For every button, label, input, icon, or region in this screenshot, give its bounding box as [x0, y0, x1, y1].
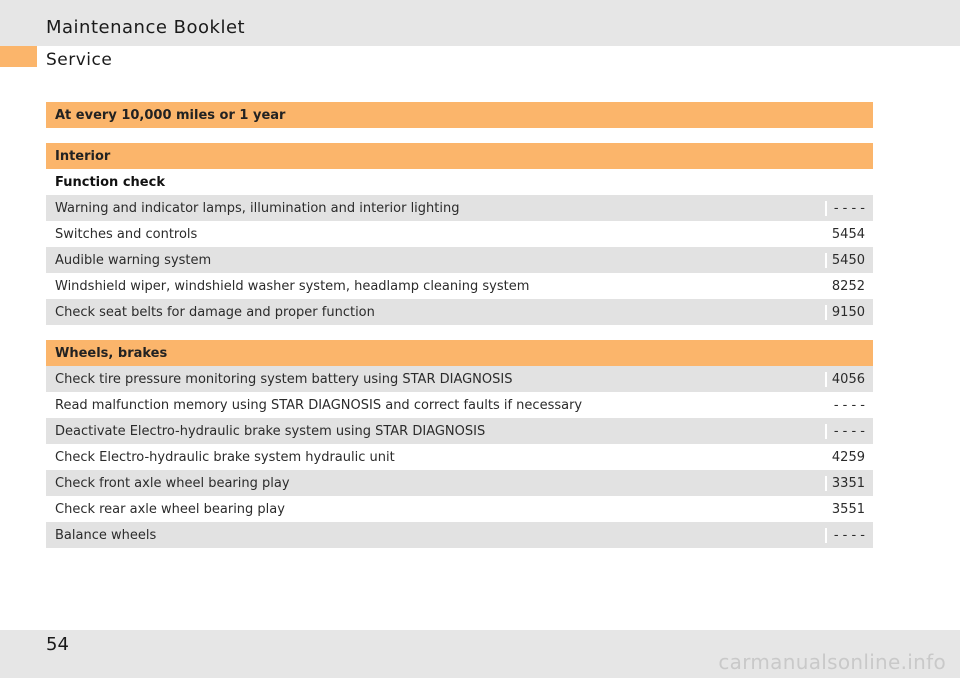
table-row: Read malfunction memory using STAR DIAGN… [46, 392, 873, 418]
section-heading-interior: Interior [55, 148, 111, 164]
row-code: - - - - [833, 397, 865, 413]
table-row: Switches and controls 5454 [46, 221, 873, 247]
row-label: Deactivate Electro-hydraulic brake syste… [55, 423, 486, 439]
table-row: Warning and indicator lamps, illuminatio… [46, 195, 873, 221]
interval-heading: At every 10,000 miles or 1 year [55, 107, 286, 123]
watermark: carmanualsonline.info [718, 650, 946, 674]
row-label: Check tire pressure monitoring system ba… [55, 371, 513, 387]
row-code: 5450 [825, 252, 873, 268]
interval-heading-row: At every 10,000 miles or 1 year [46, 102, 873, 128]
footer-band [0, 630, 960, 678]
table-row: Check tire pressure monitoring system ba… [46, 366, 873, 392]
row-label: Read malfunction memory using STAR DIAGN… [55, 397, 583, 413]
service-table: At every 10,000 miles or 1 year Interior… [46, 102, 873, 548]
row-code: 3551 [831, 501, 865, 517]
table-row: Deactivate Electro-hydraulic brake syste… [46, 418, 873, 444]
page-subtitle: Service [46, 50, 113, 70]
section-heading-wheels-brakes: Wheels, brakes [55, 345, 168, 361]
spacer [46, 128, 873, 143]
section-tab-marker [0, 46, 37, 67]
page-number: 54 [46, 634, 69, 655]
row-code: 8252 [831, 278, 865, 294]
section-heading-row: Wheels, brakes [46, 340, 873, 366]
row-label: Check seat belts for damage and proper f… [55, 304, 375, 320]
table-row: Windshield wiper, windshield washer syst… [46, 273, 873, 299]
row-code: 4056 [825, 371, 873, 387]
section-heading-row: Interior [46, 143, 873, 169]
row-label: Audible warning system [55, 252, 212, 268]
subheading-function-check: Function check [55, 174, 165, 190]
row-code: 9150 [825, 304, 873, 320]
row-code: - - - - [825, 527, 873, 543]
row-label: Check rear axle wheel bearing play [55, 501, 285, 517]
page-title: Maintenance Booklet [46, 17, 246, 38]
table-row: Check rear axle wheel bearing play 3551 [46, 496, 873, 522]
table-row: Audible warning system 5450 [46, 247, 873, 273]
header-band [0, 0, 960, 46]
row-label: Warning and indicator lamps, illuminatio… [55, 200, 460, 216]
row-code: 4259 [831, 449, 865, 465]
table-row: Check Electro-hydraulic brake system hyd… [46, 444, 873, 470]
row-label: Check Electro-hydraulic brake system hyd… [55, 449, 395, 465]
row-code: - - - - [825, 423, 873, 439]
table-row: Check front axle wheel bearing play 3351 [46, 470, 873, 496]
spacer [46, 325, 873, 340]
row-label: Balance wheels [55, 527, 157, 543]
row-label: Check front axle wheel bearing play [55, 475, 290, 491]
row-code: 5454 [831, 226, 865, 242]
row-code: - - - - [825, 200, 873, 216]
table-row: Check seat belts for damage and proper f… [46, 299, 873, 325]
table-row: Balance wheels - - - - [46, 522, 873, 548]
row-label: Switches and controls [55, 226, 198, 242]
row-label: Windshield wiper, windshield washer syst… [55, 278, 530, 294]
row-code: 3351 [825, 475, 873, 491]
subheading-row: Function check [46, 169, 873, 195]
